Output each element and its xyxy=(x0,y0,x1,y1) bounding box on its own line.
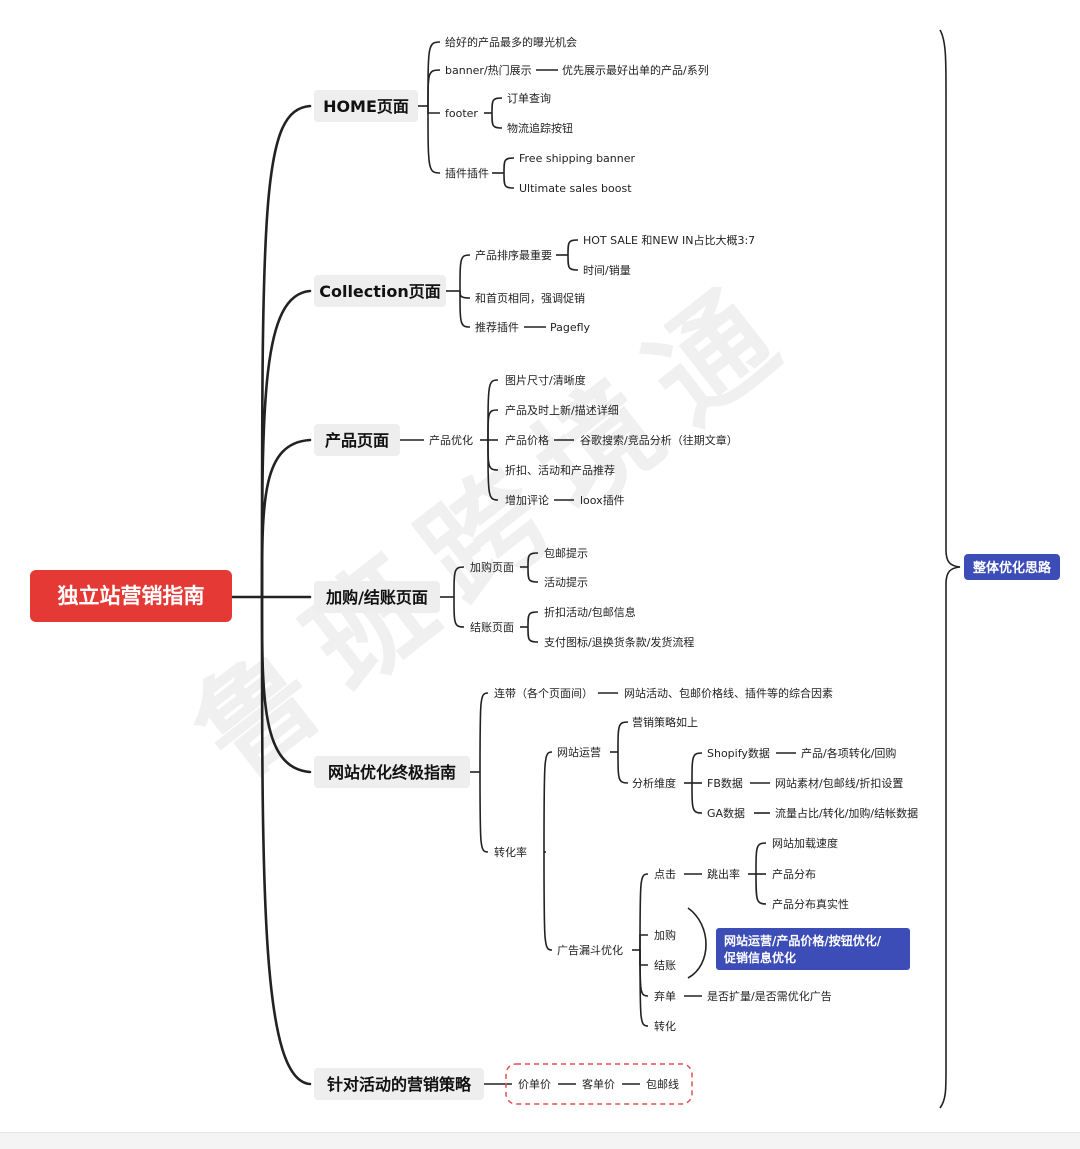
cart-summary-line-1[interactable]: 网站运营/产品价格/按钮优化/ xyxy=(724,933,882,948)
branch-product[interactable]: 产品页面 xyxy=(325,431,389,450)
home-sales-boost[interactable]: Ultimate sales boost xyxy=(519,182,632,195)
branch-connectors xyxy=(400,29,961,1109)
collection-same-as-home[interactable]: 和首页相同，强调促销 xyxy=(475,291,585,305)
ultimate-analysis[interactable]: 分析维度 xyxy=(632,776,676,790)
collection-pagefly[interactable]: Pagefly xyxy=(550,321,591,334)
cart-free-ship-tip[interactable]: 包邮提示 xyxy=(544,547,588,560)
product-loox[interactable]: loox插件 xyxy=(580,493,625,507)
product-optimize[interactable]: 产品优化 xyxy=(429,433,473,447)
ultimate-product-dist[interactable]: 产品分布 xyxy=(772,867,816,881)
ultimate-abandon-detail[interactable]: 是否扩量/是否需优化广告 xyxy=(707,989,832,1003)
product-price-detail[interactable]: 谷歌搜索/竞品分析（往期文章） xyxy=(580,433,738,447)
ultimate-add-cart[interactable]: 加购 xyxy=(654,928,676,942)
watermark: 鲁班跨境通 xyxy=(169,252,821,804)
ultimate-convert[interactable]: 转化 xyxy=(654,1019,676,1033)
ultimate-shopify-detail[interactable]: 产品/各项转化/回购 xyxy=(801,746,896,760)
home-order-query[interactable]: 订单查询 xyxy=(507,91,551,105)
cart-summary-line-2[interactable]: 促销信息优化 xyxy=(723,950,796,965)
ultimate-fb-detail[interactable]: 网站素材/包邮线/折扣设置 xyxy=(775,776,903,790)
ultimate-checkout[interactable]: 结账 xyxy=(654,959,676,972)
branch-collection[interactable]: Collection页面 xyxy=(319,282,441,301)
cart-page[interactable]: 加购页面 xyxy=(470,560,514,574)
collection-time-sales[interactable]: 时间/销量 xyxy=(583,263,631,277)
ultimate-abandon[interactable]: 弃单 xyxy=(654,989,676,1003)
ultimate-operation[interactable]: 网站运营 xyxy=(557,745,601,759)
ultimate-funnel[interactable]: 广告漏斗优化 xyxy=(557,943,623,957)
ultimate-product-real[interactable]: 产品分布真实性 xyxy=(772,897,849,911)
branch-cart[interactable]: 加购/结账页面 xyxy=(325,588,428,607)
home-footer[interactable]: footer xyxy=(445,107,478,120)
branch-product-box xyxy=(314,424,400,456)
branch-campaign[interactable]: 针对活动的营销策略 xyxy=(327,1075,472,1094)
branch-cart-box xyxy=(314,581,440,613)
campaign-dashed-group xyxy=(505,1063,693,1105)
summary-node-box xyxy=(964,554,1060,580)
home-plugins[interactable]: 插件插件 xyxy=(445,166,489,180)
branch-ultimate-box xyxy=(314,756,470,788)
ultimate-conversion[interactable]: 转化率 xyxy=(494,845,527,859)
root-node[interactable]: 独立站营销指南 xyxy=(58,584,205,608)
checkout-page[interactable]: 结账页面 xyxy=(470,621,514,634)
branch-campaign-box xyxy=(314,1068,484,1100)
ultimate-strategy[interactable]: 营销策略如上 xyxy=(632,715,698,729)
collection-sorting[interactable]: 产品排序最重要 xyxy=(475,248,552,262)
product-discount[interactable]: 折扣、活动和产品推荐 xyxy=(505,463,615,477)
bottom-bar xyxy=(0,1132,1080,1149)
cart-summary-box xyxy=(716,928,910,970)
ultimate-load-speed[interactable]: 网站加载速度 xyxy=(772,836,838,850)
ultimate-linkage-detail[interactable]: 网站活动、包邮价格线、插件等的综合因素 xyxy=(624,686,833,700)
home-banner-detail[interactable]: 优先展示最好出单的产品/系列 xyxy=(562,63,709,77)
collection-hot-sale[interactable]: HOT SALE 和NEW IN占比大概3:7 xyxy=(583,233,755,247)
home-tracking-button[interactable]: 物流追踪按钮 xyxy=(507,121,573,135)
campaign-free-ship-line[interactable]: 包邮线 xyxy=(646,1077,679,1091)
home-banner[interactable]: banner/热门展示 xyxy=(445,63,532,77)
cart-promo-tip[interactable]: 活动提示 xyxy=(544,576,588,589)
summary-node[interactable]: 整体优化思路 xyxy=(972,560,1052,576)
ultimate-fb[interactable]: FB数据 xyxy=(707,776,743,790)
product-reviews[interactable]: 增加评论 xyxy=(505,493,549,507)
home-exposure[interactable]: 给好的产品最多的曝光机会 xyxy=(445,35,577,49)
checkout-payment-info[interactable]: 支付图标/退换货条款/发货流程 xyxy=(544,635,694,649)
product-new-arrival[interactable]: 产品及时上新/描述详细 xyxy=(505,403,619,417)
campaign-unit-price[interactable]: 价单价 xyxy=(518,1078,551,1091)
checkout-discount-info[interactable]: 折扣活动/包邮信息 xyxy=(544,605,636,619)
branch-ultimate[interactable]: 网站优化终极指南 xyxy=(328,763,456,782)
ultimate-ga-detail[interactable]: 流量占比/转化/加购/结帐数据 xyxy=(775,806,918,820)
collection-recommend-plugin[interactable]: 推荐插件 xyxy=(475,320,519,334)
product-image[interactable]: 图片尺寸/清晰度 xyxy=(505,373,586,387)
ultimate-click[interactable]: 点击 xyxy=(654,868,676,881)
ultimate-bounce[interactable]: 跳出率 xyxy=(707,867,740,881)
branch-home-box xyxy=(314,90,418,122)
ultimate-shopify[interactable]: Shopify数据 xyxy=(707,746,770,760)
main-connectors xyxy=(228,104,312,1086)
campaign-customer-price[interactable]: 客单价 xyxy=(582,1077,615,1091)
branch-collection-box xyxy=(314,275,446,307)
product-price[interactable]: 产品价格 xyxy=(505,433,549,447)
ultimate-ga[interactable]: GA数据 xyxy=(707,806,745,820)
branch-home[interactable]: HOME页面 xyxy=(323,97,409,116)
root-node-box xyxy=(30,570,232,622)
home-free-shipping[interactable]: Free shipping banner xyxy=(519,152,636,165)
ultimate-linkage[interactable]: 连带（各个页面间） xyxy=(494,686,593,700)
